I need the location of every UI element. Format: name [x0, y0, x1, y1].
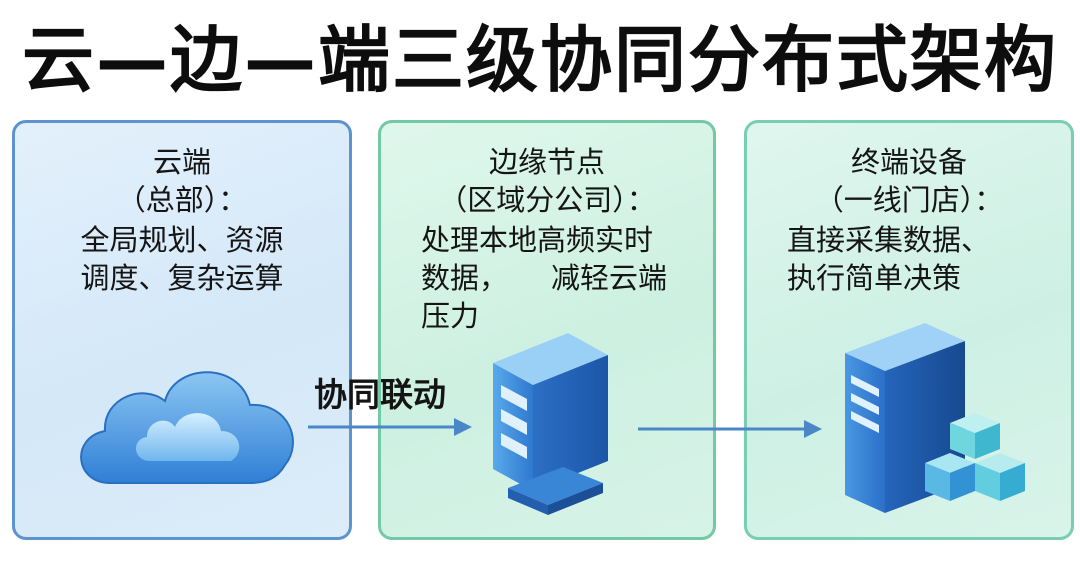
cloud-icon	[80, 371, 294, 484]
tower-server-icon	[845, 323, 1025, 513]
edge-desc-line-2b: 减轻云端	[551, 261, 668, 295]
arrow-cloud-to-edge	[308, 418, 472, 436]
cloud-desc-line-1: 全局规划、资源	[80, 223, 284, 257]
diagram-title: 云—边—端三级协同分布式架构	[21, 18, 1058, 102]
edge-panel: 边缘节点 （区域分公司）： 处理本地高频实时 数据， 减轻云端 压力	[378, 120, 716, 540]
connector-label: 协同联动	[314, 375, 446, 414]
edge-desc-line-3: 压力	[421, 299, 480, 333]
edge-desc-line-1: 处理本地高频实时	[421, 223, 654, 257]
cloud-name: 云端	[152, 145, 211, 179]
cloud-subtitle: （总部）：	[116, 183, 248, 217]
device-desc-line-2: 执行简单决策	[787, 261, 962, 295]
arrow-edge-to-device	[638, 420, 822, 438]
device-panel: 终端设备 （一线门店）： 直接采集数据、 执行简单决策	[744, 120, 1074, 540]
edge-subtitle: （区域分公司）：	[438, 183, 656, 217]
device-desc-line-1: 直接采集数据、	[787, 223, 991, 257]
cloud-panel: 云端 （总部）： 全局规划、资源 调度、复杂运算	[12, 120, 352, 540]
device-subtitle: （一线门店）：	[814, 183, 1004, 217]
device-name: 终端设备	[850, 145, 967, 179]
edge-desc-line-2a: 数据，	[421, 261, 509, 295]
server-icon	[493, 333, 608, 515]
edge-name: 边缘节点	[488, 145, 605, 179]
cloud-desc-line-2: 调度、复杂运算	[80, 261, 284, 295]
